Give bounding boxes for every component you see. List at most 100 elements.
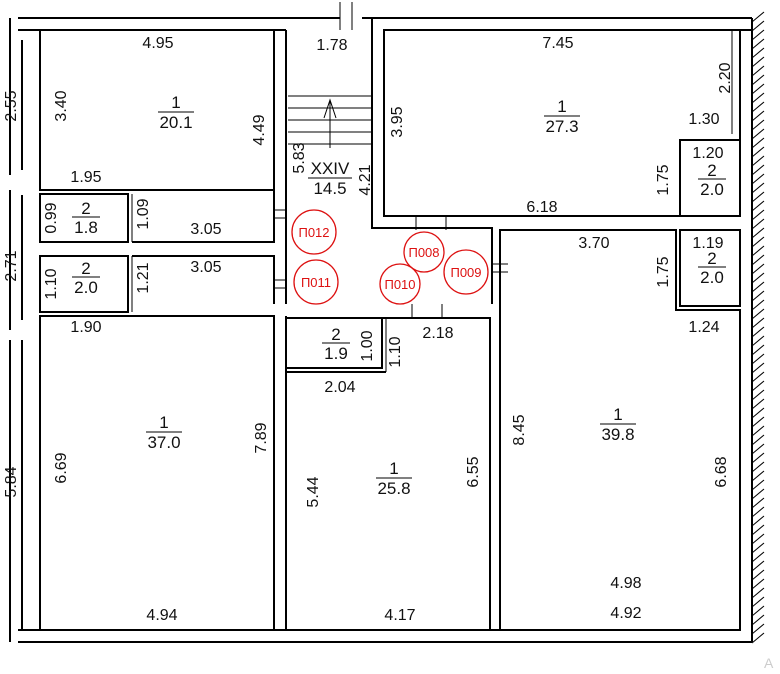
dim-label: 4.98: [610, 575, 641, 592]
watermark: A: [764, 655, 774, 671]
dim-label: 5.44: [305, 476, 322, 507]
hatch-line: [751, 596, 765, 608]
hatch-line: [751, 110, 765, 122]
dim-label: 1.10: [43, 268, 60, 299]
dim-label: 1.78: [316, 37, 347, 54]
hatch-line: [751, 245, 765, 257]
hatch-line: [751, 497, 765, 509]
hatch-line: [751, 227, 765, 239]
hatch-line: [751, 344, 765, 356]
hatch-line: [751, 632, 765, 644]
tag-p008: П008: [408, 245, 439, 260]
hatch-line: [751, 119, 765, 131]
hatch-line: [751, 38, 765, 50]
dim-label: 1.00: [359, 330, 376, 361]
hatch-line: [751, 146, 765, 158]
dim-label: 3.05: [190, 259, 221, 276]
tag-p009: П009: [450, 265, 481, 280]
walls: [9, 2, 752, 643]
room-area: 39.8: [601, 425, 634, 444]
tag-p012: П012: [298, 225, 329, 240]
dim-label: 4.95: [142, 35, 173, 52]
hatch-line: [751, 236, 765, 248]
tag-p011: П011: [301, 275, 331, 290]
dim-label: 4.17: [384, 607, 415, 624]
hatch-line: [751, 164, 765, 176]
hatch-line: [751, 488, 765, 500]
hatch-line: [751, 398, 765, 410]
hatch-line: [751, 623, 765, 635]
room-area: 25.8: [377, 479, 410, 498]
hatch-line: [751, 416, 765, 428]
hatch-line: [751, 92, 765, 104]
room-number: 1: [557, 97, 566, 116]
hatch-line: [751, 506, 765, 518]
dim-label: 1.09: [135, 198, 152, 229]
dim-label: 4.21: [357, 164, 374, 195]
hatch-line: [751, 137, 765, 149]
tag-circles: [291, 209, 489, 305]
hatch-line: [751, 11, 765, 23]
hatch-line: [751, 191, 765, 203]
hatch-line: [751, 317, 765, 329]
hatch-line: [751, 605, 765, 617]
hatch-line: [751, 56, 765, 68]
dim-label: 3.70: [578, 235, 609, 252]
room-number: 1: [171, 93, 180, 112]
dim-label: 4.49: [251, 114, 268, 145]
room-area: 2.0: [74, 278, 98, 297]
dim-label: 1.10: [387, 336, 404, 367]
hatch-line: [751, 299, 765, 311]
hatch-line: [751, 173, 765, 185]
hatch-line: [751, 524, 765, 536]
hatch-line: [751, 371, 765, 383]
dim-label: 2.71: [3, 250, 20, 281]
hatch-line: [751, 578, 765, 590]
dim-label: 3.95: [389, 106, 406, 137]
room-number: 1: [159, 413, 168, 432]
room-area: 2.0: [700, 180, 724, 199]
dim-label: 2.18: [422, 325, 453, 342]
dim-label: 2.20: [717, 62, 734, 93]
tag-p010: П010: [384, 277, 415, 292]
dim-label: 6.18: [526, 199, 557, 216]
hatch-line: [751, 290, 765, 302]
hatch-line: [751, 20, 765, 32]
dim-label: 5.84: [3, 466, 20, 497]
room-area: 1.8: [74, 218, 98, 237]
dim-label: 1.75: [655, 164, 672, 195]
hatch-line: [751, 263, 765, 275]
dim-label: 7.45: [542, 35, 573, 52]
hatch-line: [751, 281, 765, 293]
hatch-line: [751, 425, 765, 437]
hatch-line: [751, 461, 765, 473]
dimension-labels: 4.95 1.78 7.45 1.30 1.20 1.95 3.05 6.18 …: [3, 35, 734, 624]
hatch-line: [751, 29, 765, 41]
hatch-line: [751, 614, 765, 626]
room-number: 1: [613, 405, 622, 424]
room-labels: 1 20.1 1 27.3 2 1.8 2 2.0 2 2.0 2 2.0 1 …: [72, 93, 726, 498]
hatch-line: [751, 254, 765, 266]
dim-label: 6.69: [53, 452, 70, 483]
hatch-line: [751, 443, 765, 455]
dim-label: 6.55: [465, 456, 482, 487]
hatch-line: [751, 200, 765, 212]
hatch-line: [751, 389, 765, 401]
dim-label: 0.99: [43, 202, 60, 233]
room-number: 2: [707, 249, 716, 268]
dim-label: 7.89: [253, 422, 270, 453]
room-area: 20.1: [159, 113, 192, 132]
room-number: 2: [331, 325, 340, 344]
hatch-line: [751, 47, 765, 59]
hatch-line: [751, 101, 765, 113]
room-number: 2: [81, 259, 90, 278]
dim-label: 8.45: [511, 414, 528, 445]
dim-label: 5.83: [291, 142, 308, 173]
dim-label: 4.94: [146, 607, 177, 624]
dim-label: 2.55: [3, 90, 20, 121]
dim-label: 1.20: [692, 145, 723, 162]
dim-label: 3.40: [53, 90, 70, 121]
dim-label: 1.21: [135, 262, 152, 293]
hatch-line: [751, 209, 765, 221]
hatch-line: [751, 587, 765, 599]
